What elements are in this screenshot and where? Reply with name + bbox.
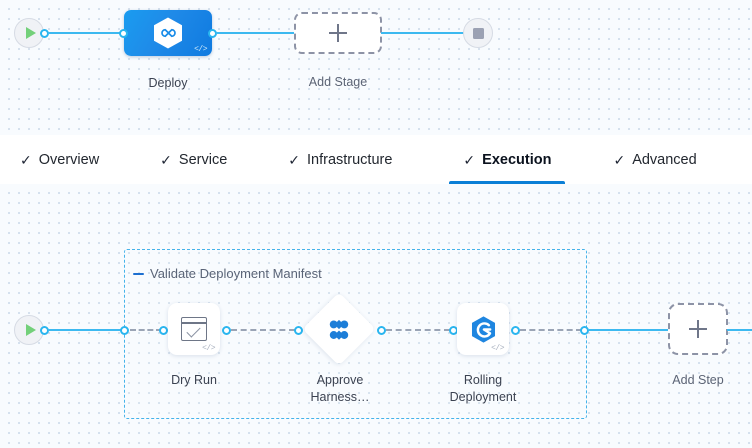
dry-run-window-check-icon — [181, 317, 207, 341]
connector-start-to-deploy — [48, 32, 125, 34]
plus-icon — [689, 320, 707, 338]
add-stage-button[interactable] — [294, 12, 382, 54]
stage-canvas[interactable]: </> Deploy Add Stage — [0, 0, 752, 135]
connector-addstage-to-end — [381, 32, 471, 34]
tab-advanced-label: Advanced — [632, 151, 697, 168]
check-icon: ✓ — [463, 151, 476, 168]
plus-icon — [329, 24, 347, 42]
stage-node-deploy[interactable]: </> — [124, 10, 212, 56]
group-entry-dot[interactable] — [120, 325, 129, 335]
step-label-approve-harness: Approve Harness… — [310, 373, 370, 404]
step-node-rolling-deployment[interactable]: </> — [457, 303, 509, 355]
tab-overview[interactable]: ✓ Overview — [16, 135, 103, 184]
tab-execution-label: Execution — [482, 151, 552, 168]
connector-group-to-dryrun — [130, 329, 162, 331]
tab-infrastructure[interactable]: ✓ Infrastructure — [284, 135, 396, 184]
connector-rolling-to-groupexit — [520, 329, 582, 331]
add-stage-label: Add Stage — [308, 75, 368, 89]
play-icon — [25, 324, 36, 336]
rolling-right-dot[interactable] — [511, 325, 520, 335]
connector-addstep-trailing — [727, 329, 752, 331]
pipeline-start-node[interactable] — [14, 18, 44, 48]
approval-left-dot[interactable] — [294, 325, 303, 335]
connector-dryrun-to-approval — [231, 329, 295, 331]
step-group-header[interactable]: Validate Deployment Manifest — [133, 266, 322, 281]
step-label-rolling-deployment: Rolling Deployment — [449, 373, 517, 404]
tab-advanced[interactable]: ✓ Advanced — [609, 135, 700, 184]
connector-approval-to-rolling — [386, 329, 450, 331]
stage-code-badge: </> — [194, 45, 207, 54]
connector-group-to-addstep — [589, 329, 669, 331]
check-glyph — [186, 323, 201, 338]
check-icon: ✓ — [20, 151, 32, 168]
check-icon: ✓ — [160, 151, 172, 168]
execution-canvas[interactable]: Validate Deployment Manifest </> Dry Run — [0, 184, 752, 448]
stop-icon — [472, 27, 484, 39]
connector-start-to-group — [48, 329, 128, 331]
tab-execution[interactable]: ✓ Execution — [449, 135, 566, 184]
approval-right-dot[interactable] — [377, 325, 386, 335]
dryrun-left-dot[interactable] — [159, 325, 168, 335]
deploy-left-dot[interactable] — [119, 28, 128, 38]
tab-service[interactable]: ✓ Service — [156, 135, 231, 184]
rolling-code-badge: </> — [491, 344, 504, 353]
stage-label-deploy: Deploy — [148, 76, 188, 90]
tab-infrastructure-label: Infrastructure — [307, 151, 393, 168]
tab-service-label: Service — [178, 151, 228, 168]
rolling-deployment-icon — [470, 315, 497, 344]
group-exit-dot[interactable] — [580, 325, 589, 335]
step-group-title: Validate Deployment Manifest — [150, 266, 322, 281]
active-tab-underline — [449, 181, 566, 184]
dry-run-code-badge: </> — [202, 344, 215, 353]
pipeline-end-node[interactable] — [463, 18, 493, 48]
stage-config-tabs[interactable]: ✓ Overview ✓ Service ✓ Infrastructure ✓ … — [0, 135, 752, 184]
check-icon: ✓ — [613, 151, 626, 168]
minus-icon[interactable] — [133, 272, 144, 275]
connector-deploy-to-addstage — [216, 32, 299, 34]
step-label-dry-run: Dry Run — [171, 373, 217, 387]
step-node-dry-run[interactable]: </> — [168, 303, 220, 355]
play-icon — [25, 27, 36, 39]
dryrun-right-dot[interactable] — [222, 325, 231, 335]
step-node-approve-harness[interactable] — [302, 292, 376, 366]
harness-hexagon-icon — [154, 17, 182, 49]
add-step-button[interactable] — [668, 303, 728, 355]
add-step-label: Add Step — [672, 373, 724, 387]
harness-approval-dots-icon — [327, 317, 352, 342]
check-icon: ✓ — [288, 151, 300, 168]
tab-overview-label: Overview — [38, 151, 100, 168]
